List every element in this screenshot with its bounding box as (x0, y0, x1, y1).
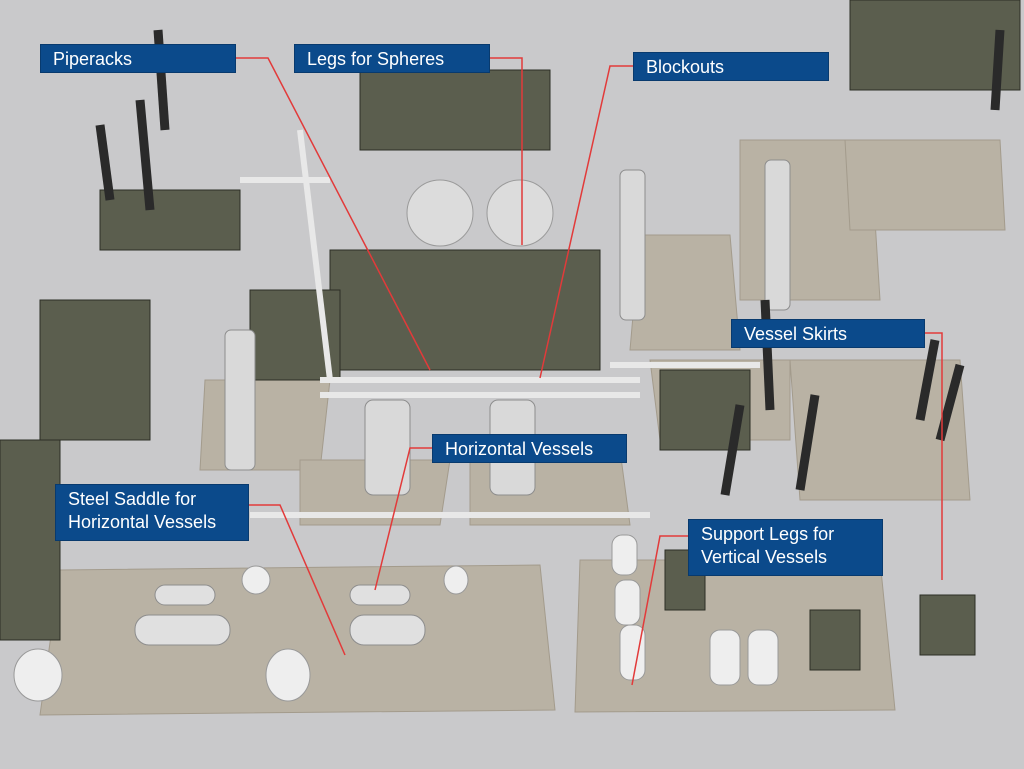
label-steel-saddle-line1: Steel Saddle for (68, 489, 197, 509)
label-legs-for-spheres: Legs for Spheres (294, 44, 490, 73)
label-support-legs-line2: Vertical Vessels (701, 547, 828, 567)
label-horizontal-vessels: Horizontal Vessels (432, 434, 627, 463)
label-vessel-skirts: Vessel Skirts (731, 319, 925, 348)
label-piperacks: Piperacks (40, 44, 236, 73)
label-blockouts: Blockouts (633, 52, 829, 81)
label-steel-saddle: Steel Saddle for Horizontal Vessels (55, 484, 249, 541)
label-support-legs: Support Legs for Vertical Vessels (688, 519, 883, 576)
label-steel-saddle-line2: Horizontal Vessels (68, 512, 217, 532)
spheres (406, 179, 554, 247)
label-support-legs-line1: Support Legs for (701, 524, 835, 544)
